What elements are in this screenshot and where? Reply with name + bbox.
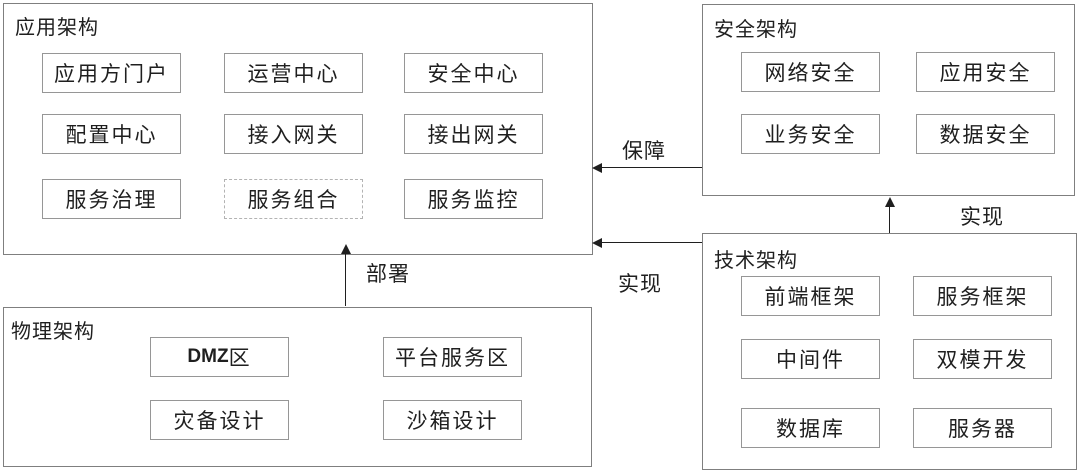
physical-architecture-title: 物理架构: [11, 321, 95, 343]
cell-application-portal: 应用方门户: [42, 53, 181, 93]
arrow-line: [345, 253, 346, 306]
cell-dual-mode-dev: 双模开发: [913, 339, 1052, 379]
cell-disaster-recovery-design: 灾备设计: [150, 400, 289, 440]
cell-service-monitoring: 服务监控: [404, 179, 543, 219]
cell-data-security: 数据安全: [916, 114, 1055, 154]
cell-service-governance: 服务治理: [42, 179, 181, 219]
cell-platform-service-zone: 平台服务区: [383, 337, 522, 377]
cell-inbound-gateway: 接入网关: [224, 114, 363, 154]
technology-architecture-panel: 技术架构 前端框架 服务框架 中间件 双模开发 数据库 服务器: [702, 233, 1077, 470]
arrow-line: [601, 167, 702, 168]
arrow-line: [601, 242, 702, 243]
cell-application-security: 应用安全: [916, 52, 1055, 92]
arrowhead-up-icon: [885, 197, 895, 207]
cell-business-security: 业务安全: [741, 114, 880, 154]
arrow-line: [889, 206, 890, 233]
arrowhead-up-icon: [341, 244, 351, 254]
arrow-label-realize-security: 实现: [960, 205, 1004, 229]
cell-operation-center: 运营中心: [224, 53, 363, 93]
arrowhead-left-icon: [592, 163, 602, 173]
application-architecture-title: 应用架构: [15, 17, 99, 39]
cell-service-framework: 服务框架: [913, 276, 1052, 316]
cell-database: 数据库: [741, 408, 880, 448]
arrow-label-realize-application: 实现: [618, 272, 662, 296]
application-architecture-panel: 应用架构 应用方门户 运营中心 安全中心 配置中心 接入网关 接出网关 服务治理…: [3, 3, 593, 255]
cell-sandbox-design: 沙箱设计: [383, 400, 522, 440]
arrowhead-left-icon: [592, 238, 602, 248]
technology-architecture-title: 技术架构: [714, 250, 798, 272]
cell-config-center: 配置中心: [42, 114, 181, 154]
cell-middleware: 中间件: [741, 339, 880, 379]
cell-outbound-gateway: 接出网关: [404, 114, 543, 154]
security-architecture-panel: 安全架构 网络安全 应用安全 业务安全 数据安全: [702, 4, 1075, 196]
arrow-label-guarantee: 保障: [622, 139, 666, 163]
cell-network-security: 网络安全: [741, 52, 880, 92]
cell-frontend-framework: 前端框架: [741, 276, 880, 316]
cell-server: 服务器: [913, 408, 1052, 448]
arrow-label-deploy: 部署: [366, 262, 410, 286]
cell-security-center: 安全中心: [404, 53, 543, 93]
cell-service-composition: 服务组合: [224, 179, 363, 219]
security-architecture-title: 安全架构: [714, 19, 798, 41]
